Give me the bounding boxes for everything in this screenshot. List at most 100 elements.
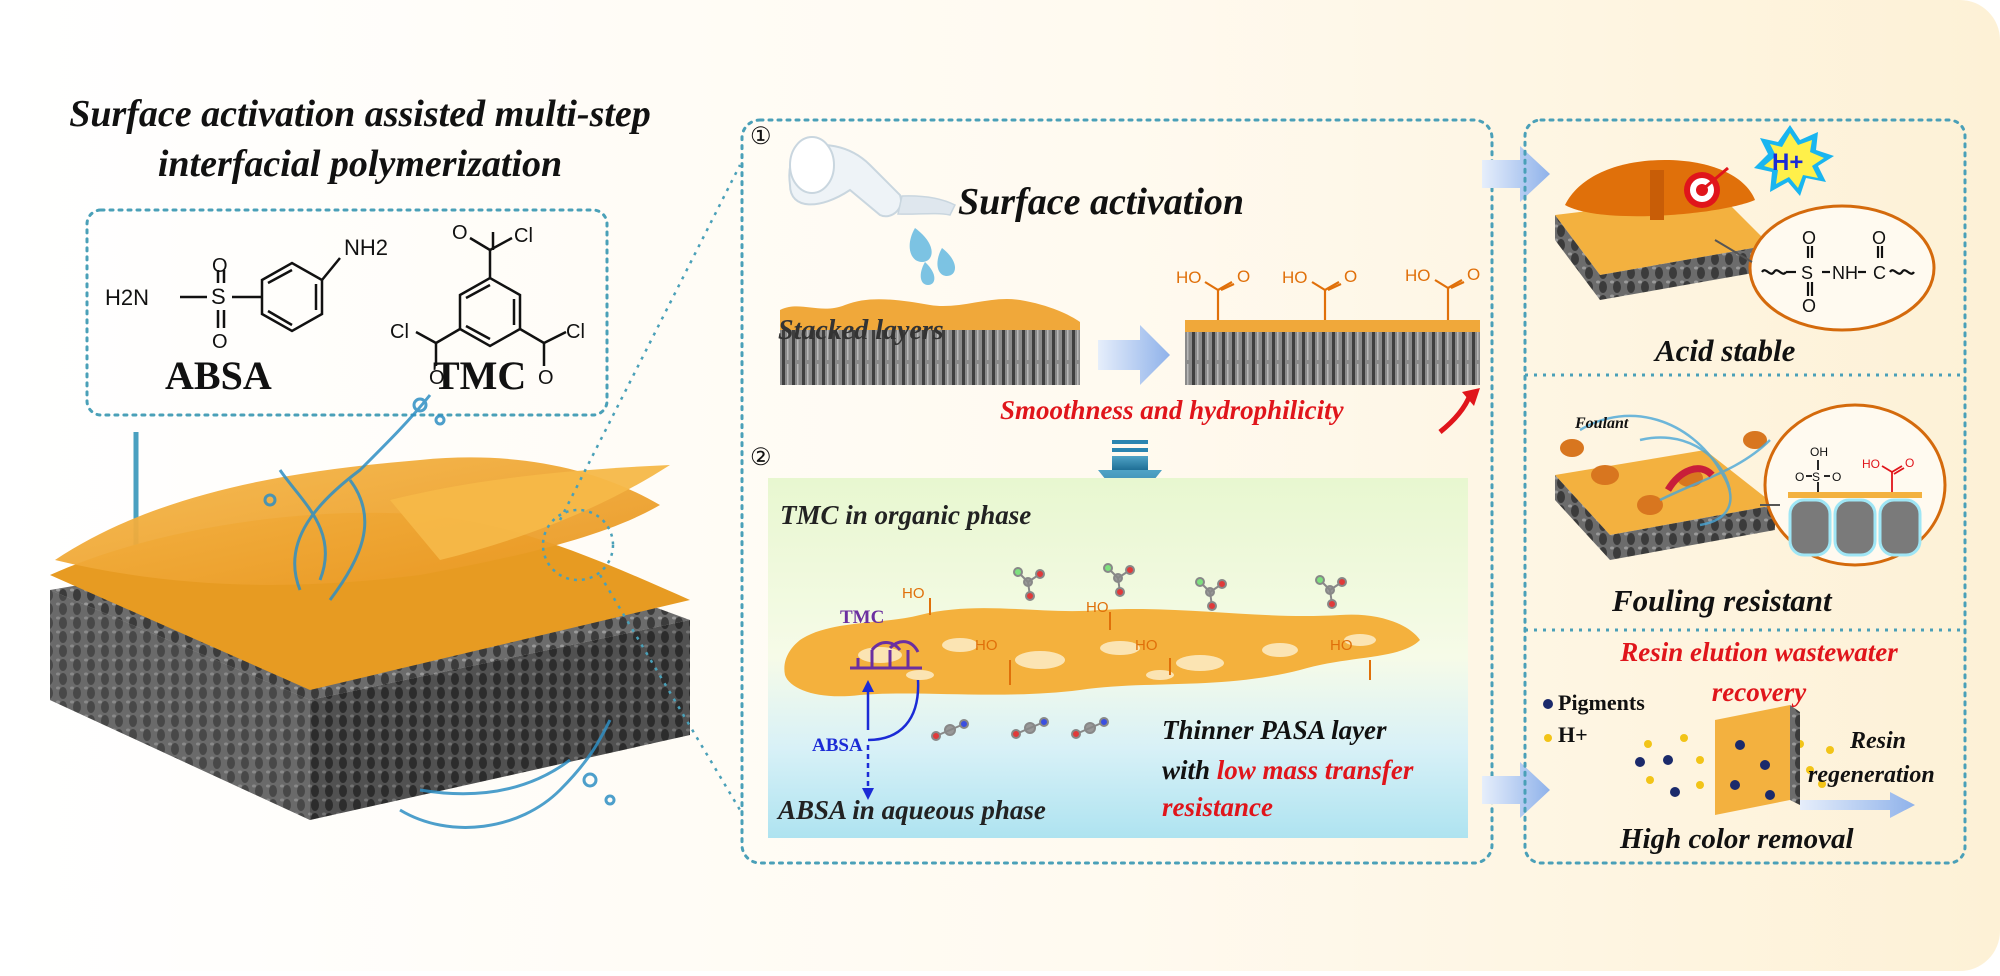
absa-structure	[180, 257, 341, 333]
water-swirl	[1579, 414, 1771, 527]
aqueous-phase-label: ABSA in aqueous phase	[778, 795, 1046, 825]
tmc-cl-top: Cl	[514, 225, 533, 247]
carboxyl-groups	[1204, 279, 1465, 320]
bond-o-top-label: O	[1802, 228, 1816, 248]
tmc-molecule-models	[1013, 563, 1347, 611]
bond-o-c-label: O	[1872, 228, 1886, 248]
so3h-oh: OH	[1810, 445, 1828, 459]
pasa-pores	[858, 634, 1376, 680]
fouling-zoom-pores	[1788, 498, 1922, 557]
proton-starburst-icon	[1754, 125, 1834, 196]
absa-curve-arrow	[867, 679, 920, 742]
h-plus-label: H+	[1558, 722, 1588, 747]
tmc-cl-right: Cl	[566, 321, 585, 343]
foulant-label: Foulant	[1574, 415, 1629, 432]
resin-title-line1: Resin elution wastewater	[1620, 637, 1898, 667]
middle-panel-border	[740, 118, 1494, 865]
tmc-o-right: O	[538, 367, 554, 389]
acid-membrane-3d	[1555, 160, 1770, 300]
tmc-label: TMC	[433, 353, 527, 398]
fouling-resistant-label: Fouling resistant	[1612, 583, 1832, 618]
stacked-layers-membrane	[780, 298, 1080, 385]
thinner-line1: Thinner PASA layer	[1162, 715, 1387, 745]
red-up-arrow-head	[1462, 388, 1480, 406]
bond-o-bottom-label: O	[1802, 296, 1816, 316]
tmc-anchor-bracket	[850, 640, 922, 670]
absa-s-label: S	[211, 284, 226, 309]
cooh-ho-3: HO	[1405, 266, 1431, 285]
absa-o2-label: O	[212, 331, 228, 353]
regeneration-label: regeneration	[1808, 762, 1935, 788]
absa-molecule-models	[931, 717, 1109, 741]
bond-zoom-pointer	[1714, 239, 1753, 263]
stacked-layers-label: Stacked layers	[778, 315, 944, 346]
bond-nh-label: NH	[1832, 263, 1858, 283]
cooh-o-3: O	[1467, 265, 1480, 284]
absa-tag: ABSA	[812, 735, 863, 756]
thinner-line2-prefix: with	[1162, 755, 1217, 785]
pasa-layer	[784, 608, 1420, 697]
molecule-box	[85, 208, 609, 417]
absa-nh2-label: NH2	[344, 235, 388, 260]
tmc-cl-left: Cl	[390, 321, 409, 343]
cooh-o-zoom: O	[1905, 456, 1914, 470]
tmc-o-top: O	[452, 222, 468, 244]
step1-title: Surface activation	[958, 181, 1245, 223]
bond-s-label: S	[1801, 263, 1813, 283]
tmc-structure	[415, 232, 567, 366]
thinner-line3-red: resistance	[1162, 792, 1273, 822]
layer-functional-groups	[929, 598, 1371, 685]
sulfonamide-bond	[1761, 246, 1915, 296]
pigment-dots	[1543, 699, 1834, 797]
cooh-o-2: O	[1344, 267, 1357, 286]
target-icon	[1684, 166, 1729, 208]
group-ho-c: HO	[1086, 599, 1109, 616]
left-membrane-3d	[50, 457, 690, 820]
organic-phase-label: TMC in organic phase	[780, 500, 1032, 530]
so3h-o-left: O	[1795, 470, 1804, 484]
tmc-o-left: O	[429, 367, 445, 389]
cooh-group-zoom	[1881, 465, 1905, 492]
so3h-o-right: O	[1832, 470, 1841, 484]
zoom-line-top	[558, 164, 742, 521]
step2-marker: ②	[750, 445, 772, 471]
group-ho-d: HO	[1135, 637, 1158, 654]
so3h-group	[1806, 460, 1830, 492]
absa-label: ABSA	[165, 353, 272, 398]
bond-zoom-ellipse	[1748, 204, 1936, 332]
title-line2: interfacial polymerization	[157, 143, 563, 185]
zoom-line-bottom	[598, 574, 742, 811]
bottom-right-arrow	[1482, 762, 1550, 818]
cooh-ho-1: HO	[1176, 268, 1202, 287]
proton-label: H+	[1772, 149, 1803, 176]
resin-title-line2: recovery	[1711, 677, 1807, 707]
middle-right-arrow	[1098, 325, 1170, 385]
repel-arrow	[1664, 465, 1715, 492]
high-color-removal-label: High color removal	[1620, 823, 1854, 855]
group-ho-e: HO	[1330, 637, 1353, 654]
pigments-label: Pigments	[1558, 690, 1645, 715]
cooh-ho-2: HO	[1282, 268, 1308, 287]
so3h-s: S	[1812, 470, 1820, 484]
group-ho-a: HO	[902, 585, 925, 602]
cooh-ho-zoom: HO	[1862, 457, 1880, 471]
smoothness-label: Smoothness and hydrophilicity	[1000, 395, 1344, 425]
absa-up-arrow-head	[862, 680, 874, 692]
group-ho-b: HO	[975, 637, 998, 654]
activated-membrane	[1185, 320, 1480, 385]
bond-c-label: C	[1873, 263, 1886, 283]
absa-dashed-arrow-head	[862, 788, 874, 800]
thinner-line2: with low mass transfer	[1162, 755, 1413, 786]
step1-marker: ①	[750, 124, 772, 150]
acid-stable-label: Acid stable	[1655, 333, 1796, 368]
resin-label: Resin	[1850, 728, 1907, 754]
resin-membrane-sheet	[1715, 705, 1800, 815]
zoom-circle	[541, 508, 615, 582]
top-right-arrow	[1482, 146, 1550, 202]
tmc-tag: TMC	[840, 607, 885, 628]
resin-arrow	[1800, 792, 1915, 818]
water-splash-top	[263, 394, 446, 601]
water-splash-bottom	[399, 719, 616, 829]
